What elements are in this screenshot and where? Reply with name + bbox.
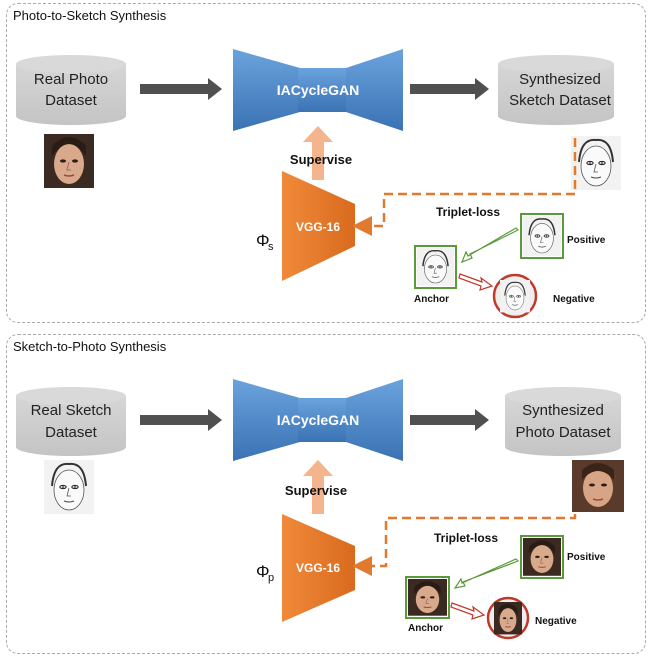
synthesized-photo-thumbnail [572, 460, 624, 512]
positive-to-anchor-arrow [460, 227, 520, 264]
source-dataset-label-line2: Dataset [45, 92, 98, 109]
real-sketch-thumbnail [43, 459, 95, 515]
anchor-label: Anchor [414, 294, 449, 305]
source-dataset-label-line2: Dataset [45, 424, 98, 441]
sketch-to-photo-panel: Sketch-to-Photo Synthesis [6, 334, 646, 654]
positive-sample [520, 213, 564, 259]
anchor-to-negative-arrow [450, 602, 486, 620]
negative-sample [486, 596, 530, 640]
panel-1-content: Real Photo Dataset IACycleGAN Synthesize… [16, 49, 622, 319]
negative-sample [492, 273, 538, 319]
flow-arrow [410, 78, 489, 100]
positive-label: Positive [567, 235, 606, 246]
phi-symbol: Φ [256, 562, 270, 581]
panel-title: Photo-to-Sketch Synthesis [13, 8, 167, 23]
target-dataset-label-line2: Photo Dataset [515, 424, 611, 441]
vgg-block: VGG-16 [282, 514, 355, 622]
generator-label: IACycleGAN [277, 412, 359, 428]
positive-to-anchor-arrow [453, 558, 520, 589]
supervise-label: Supervise [290, 152, 352, 167]
flow-arrow [140, 409, 222, 431]
supervise-arrow [303, 126, 333, 180]
triplet-feedback-path [352, 138, 577, 236]
triplet-loss-label: Triplet-loss [436, 205, 500, 219]
anchor-sample [414, 245, 457, 289]
synthesized-sketch-thumbnail [570, 135, 622, 191]
negative-label: Negative [553, 294, 595, 305]
source-dataset-cylinder: Real Photo Dataset [16, 55, 126, 125]
anchor-label: Anchor [408, 623, 443, 634]
generator-block: IACycleGAN [233, 49, 403, 131]
source-dataset-label-line1: Real Photo [34, 71, 108, 88]
triplet-feedback-path [352, 514, 577, 576]
negative-label: Negative [535, 616, 577, 627]
supervise-label: Supervise [285, 483, 347, 498]
generator-block: IACycleGAN [233, 379, 403, 461]
real-photo-thumbnail [43, 133, 95, 189]
supervise-arrow [303, 460, 333, 514]
anchor-sample [405, 576, 450, 619]
source-dataset-cylinder: Real Sketch Dataset [16, 387, 126, 456]
phi-subscript: p [268, 572, 274, 584]
vgg-label: VGG-16 [296, 220, 340, 234]
positive-sample [520, 535, 564, 579]
positive-label: Positive [567, 552, 606, 563]
target-dataset-cylinder: Synthesized Sketch Dataset [498, 55, 614, 125]
vgg-label: VGG-16 [296, 561, 340, 575]
flow-arrow [140, 78, 222, 100]
anchor-to-negative-arrow [458, 273, 494, 291]
flow-arrow [410, 409, 489, 431]
target-dataset-label-line1: Synthesized [522, 402, 604, 419]
target-dataset-label-line2: Sketch Dataset [509, 92, 612, 109]
generator-label: IACycleGAN [277, 82, 359, 98]
target-dataset-label-line1: Synthesized [519, 71, 601, 88]
photo-to-sketch-panel: Photo-to-Sketch Synthesis [6, 3, 646, 323]
triplet-loss-label: Triplet-loss [434, 531, 498, 545]
phi-subscript: s [268, 241, 274, 253]
source-dataset-label-line1: Real Sketch [31, 402, 112, 419]
panel-title: Sketch-to-Photo Synthesis [13, 339, 167, 354]
panel-2-content: Real Sketch Dataset IACycleGAN Synthesiz… [16, 379, 624, 640]
target-dataset-cylinder: Synthesized Photo Dataset [505, 387, 621, 456]
phi-symbol: Φ [256, 231, 270, 250]
vgg-block: VGG-16 [282, 171, 355, 281]
